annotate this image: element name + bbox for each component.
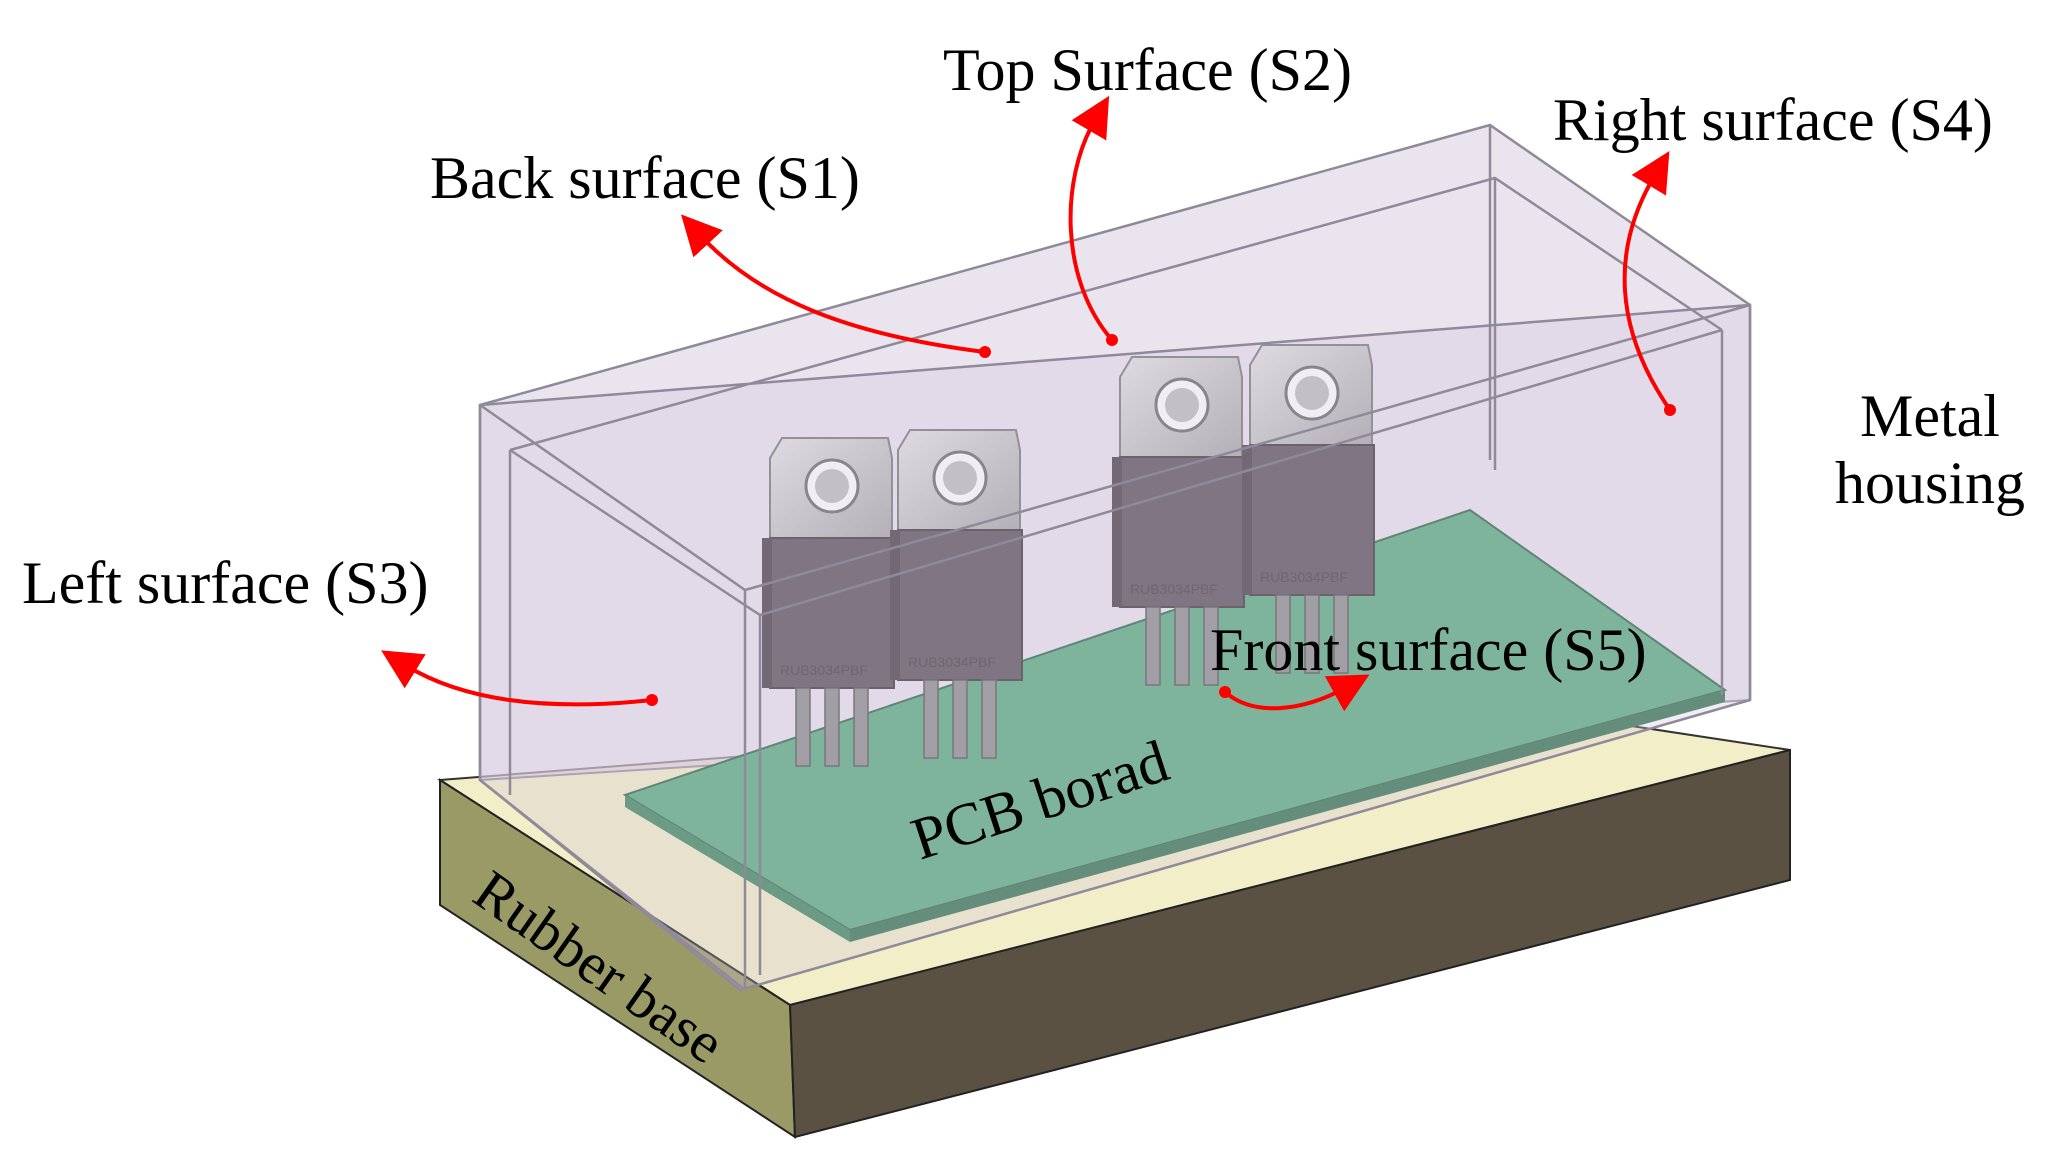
top-surface-label: Top Surface (S2) [943, 37, 1353, 103]
back-surface-label: Back surface (S1) [430, 145, 860, 211]
metal-housing-label: Metal housing [1800, 383, 2060, 517]
metal-housing-label-line2: housing [1834, 450, 2026, 517]
transistor-marking-1: RUB3034PBF [780, 662, 868, 678]
rubber-base-front-face [788, 748, 1791, 1139]
front-surface-label: Front surface (S5) [1210, 617, 1647, 683]
left-surface-arrow [381, 650, 653, 707]
transistor-marking-3: RUB3034PBF [1130, 581, 1218, 597]
right-surface-arrow [1622, 150, 1672, 412]
transistor-marking-2: RUB3034PBF [908, 654, 996, 670]
top-surface-arrow [1068, 95, 1114, 342]
left-surface-label: Left surface (S3) [22, 550, 429, 616]
front-surface-arrow [1223, 674, 1370, 712]
pcb-board [622, 508, 1728, 942]
transistor-group: RUB3034PBF RUB3034PBF RUB3034PBF RUB3034… [760, 343, 1376, 768]
metal-housing-label-line1: Metal [1860, 383, 2000, 449]
pcb-board-front-edge [850, 690, 1725, 942]
right-surface-label: Right surface (S4) [1553, 87, 1993, 153]
back-surface-arrow [680, 214, 986, 354]
surface-arrows [381, 95, 1676, 712]
pcb-board-edge [625, 795, 850, 942]
transistor-marking-4: RUB3034PBF [1260, 569, 1348, 585]
